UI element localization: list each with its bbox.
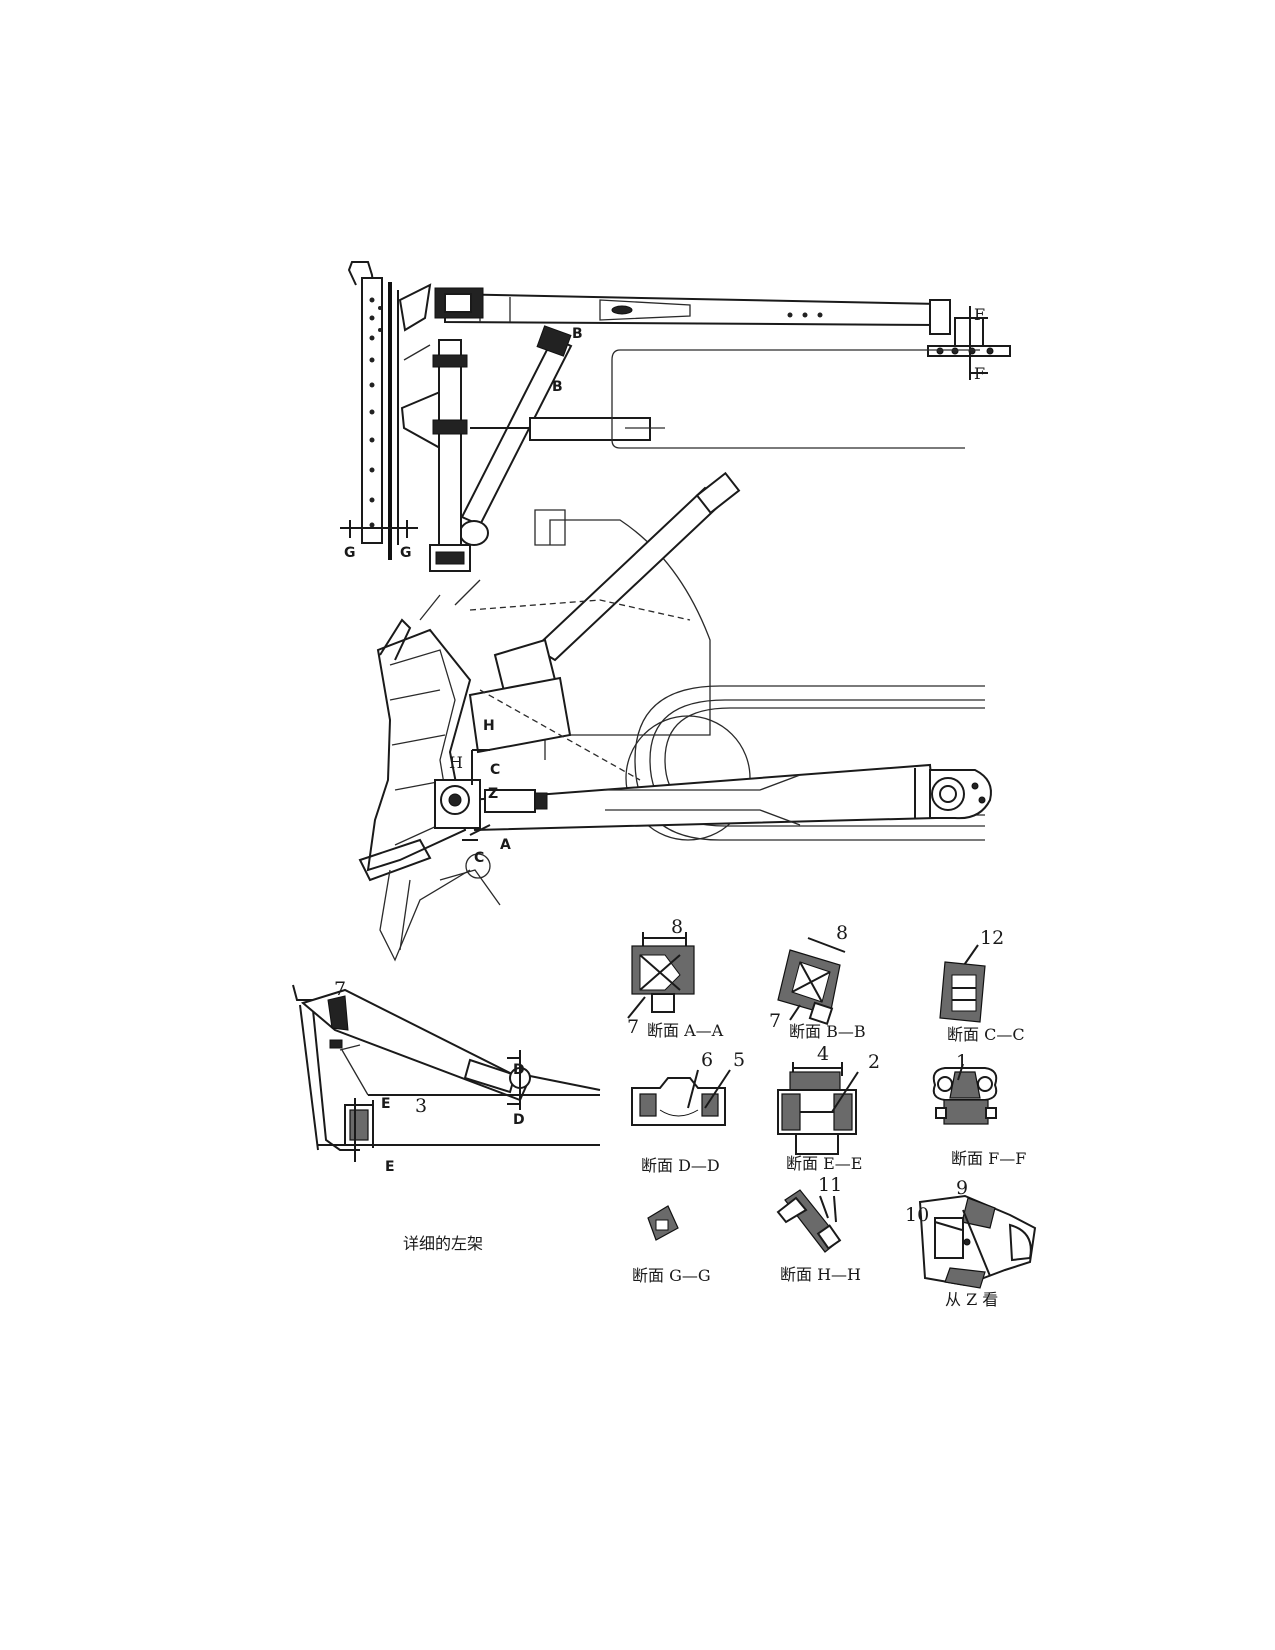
- cut-label-E-bottom: E: [385, 1159, 395, 1175]
- section-ee-drawing: [777, 1062, 859, 1155]
- push-arm-top: [444, 292, 941, 327]
- caption-section-ff: 断面 F—F: [951, 1149, 1027, 1168]
- section-aa-drawing: [627, 932, 695, 1019]
- cut-label-H-bold: H: [483, 718, 495, 734]
- cut-label-G-right: G: [400, 545, 412, 561]
- cut-label-D-top: D: [513, 1062, 525, 1078]
- caption-section-hh: 断面 H—H: [780, 1265, 861, 1284]
- cut-label-A: A: [500, 837, 511, 853]
- top-plan-view: [340, 261, 1011, 572]
- section-dd-drawing: [631, 1069, 731, 1126]
- cut-label-F-bottom: F: [974, 364, 986, 383]
- section-cc-drawing: [939, 944, 986, 1023]
- part-number-11: 11: [818, 1174, 843, 1196]
- part-number-7-bb: 7: [769, 1010, 782, 1032]
- caption-section-dd: 断面 D—D: [641, 1156, 720, 1175]
- cut-label-G-left: G: [344, 545, 356, 561]
- caption-section-ee: 断面 E—E: [786, 1154, 863, 1173]
- caption-view-z: 从 Z 看: [945, 1290, 999, 1309]
- cut-label-E-top: E: [381, 1096, 391, 1112]
- part-number-6: 6: [701, 1049, 714, 1071]
- caption-section-aa: 断面 A—A: [647, 1021, 724, 1040]
- part-number-12: 12: [980, 927, 1005, 949]
- view-z-drawing: [918, 1194, 1037, 1289]
- lift-cylinder: [533, 486, 727, 662]
- part-number-7-left: 7: [334, 978, 347, 1000]
- part-number-8-aa: 8: [671, 916, 684, 938]
- part-number-4: 4: [817, 1043, 830, 1065]
- cut-label-Z: Z: [488, 786, 499, 802]
- section-ff-drawing: [932, 1063, 998, 1125]
- side-view: [358, 471, 992, 962]
- cut-label-B-top: B: [572, 326, 583, 342]
- part-number-2: 2: [868, 1051, 881, 1073]
- cut-label-F-top: F: [974, 305, 986, 324]
- caption-section-cc: 断面 C—C: [947, 1025, 1025, 1044]
- part-number-9: 9: [956, 1177, 969, 1199]
- tilt-cylinder: [438, 339, 462, 561]
- part-number-10: 10: [905, 1204, 930, 1226]
- cut-label-H-serif: H: [449, 753, 463, 772]
- section-gg-drawing: [647, 1205, 679, 1241]
- part-number-3: 3: [415, 1095, 428, 1117]
- caption-detail-left-frame: 详细的左架: [403, 1234, 484, 1253]
- part-number-1: 1: [956, 1051, 969, 1073]
- caption-section-bb: 断面 B—B: [789, 1022, 866, 1041]
- cut-label-D-bottom: D: [513, 1112, 525, 1128]
- cut-label-B-lower: B: [552, 379, 563, 395]
- cut-label-C-top: C: [490, 762, 501, 778]
- section-bb-drawing: [777, 937, 846, 1025]
- section-hh-drawing: [776, 1189, 842, 1253]
- left-frame-detail: [292, 984, 601, 1162]
- part-number-7-aa: 7: [627, 1016, 640, 1038]
- part-number-5: 5: [733, 1049, 746, 1071]
- cut-label-C-bottom: C: [474, 850, 485, 866]
- part-number-8-bb: 8: [836, 922, 849, 944]
- caption-section-gg: 断面 G—G: [632, 1266, 711, 1285]
